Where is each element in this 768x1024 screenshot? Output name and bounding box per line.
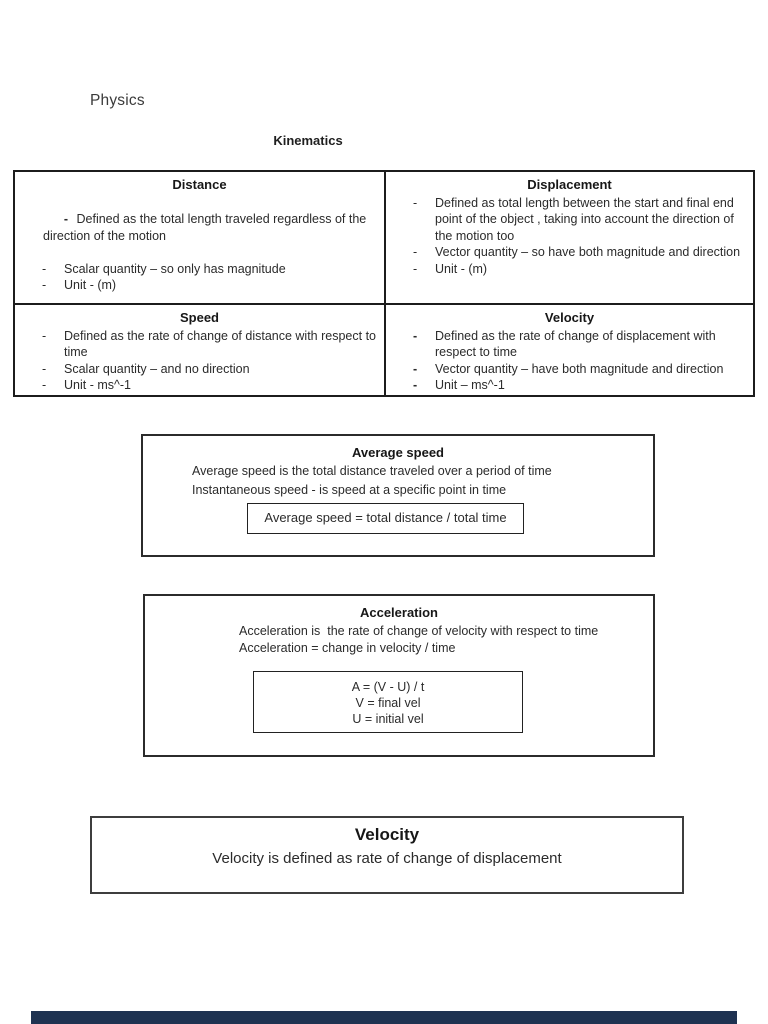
bullet-text: Defined as the rate of change of displac… [435,328,720,360]
acceleration-formula-box: A = (V - U) / t V = final vel U = initia… [253,671,523,733]
bullet-dash: - [413,245,418,259]
acceleration-definition: Acceleration is the rate of change of ve… [239,624,599,638]
average-speed-box: Average speed Average speed is the total… [141,434,655,557]
bullet-item: - Scalar quantity – and no direction [15,361,384,378]
bullet-item: - Vector quantity – so have both magnitud… [386,244,753,261]
cell-title-distance: Distance [172,177,227,192]
bullet-item: - Defined as the rate of change of distan… [15,328,384,361]
bullet-text: Vector quantity – so have both magnitude… [435,245,741,259]
bullet-text: Unit – ms^-1 [435,378,505,392]
bullet-text: Unit - (m) [64,278,117,292]
bullet-dash: - [42,278,47,292]
bullet-item: - Scalar quantity – so only has magnitude [15,261,384,278]
bullet-item: - Vector quantity – have both magnitude a… [386,361,753,378]
cell-title-displacement: Displacement [527,177,612,192]
acceleration-box-title: Acceleration [359,605,439,620]
bullet-text: Scalar quantity – and no direction [64,361,250,376]
bullet-dash: - [42,378,47,392]
average-speed-formula-box: Average speed = total distance / total t… [247,503,524,534]
formula-line: V = final vel [355,696,421,710]
bullet-text: Scalar quantity – so only has magnitude [64,261,286,276]
cell-title-speed: Speed [179,310,219,325]
bullet-text: Defined as the rate of change of distanc… [64,328,380,360]
bullet-text: Vector quantity – have both magnitude an… [435,361,724,376]
velocity-box-title: Velocity [354,825,420,844]
bullet-text: Defined as the total length traveled reg… [43,212,370,243]
page-title: Physics [90,92,145,109]
bullet-item: - Unit - ms^-1 [15,377,384,394]
acceleration-box: Acceleration Acceleration is the rate of… [143,594,655,757]
instantaneous-speed-definition: Instantaneous speed - is speed at a spec… [192,482,507,497]
bullet-text: Unit - (m) [435,261,488,276]
bullet-dash: - [42,261,47,276]
formula-line: U = initial vel [352,712,424,726]
table-cell-velocity: Velocity - Defined as the rate of change … [384,303,753,395]
bullet-item: - Defined as the total length traveled r… [15,195,384,261]
bullet-item: - Defined as total length between the sta… [386,195,753,245]
bullet-text: Defined as total length between the star… [435,195,738,243]
bullet-dash: - [413,328,418,343]
bullet-item: - Unit - (m) [386,261,753,278]
bullet-dash: - [413,361,418,376]
section-heading-kinematics: Kinematics [273,133,343,148]
table-cell-distance: Distance - Defined as the total length t… [15,172,384,303]
bullet-dash: - [63,212,69,226]
cell-title-velocity: Velocity [544,310,595,325]
formula-line: A = (V - U) / t [351,680,425,694]
next-page-top-edge [31,1011,737,1024]
bullet-dash: - [413,378,418,392]
bullet-dash: - [413,195,418,210]
bullet-dash: - [42,361,47,376]
average-speed-box-title: Average speed [351,445,444,460]
acceleration-equation: Acceleration = change in velocity / time [239,641,456,655]
table-cell-displacement: Displacement - Defined as total length be… [384,172,753,303]
bullet-item: - Unit - (m) [15,277,384,294]
velocity-box: Velocity Velocity is defined as rate of … [90,816,684,894]
velocity-definition: Velocity is defined as rate of change of… [212,850,562,867]
bullet-item: - Defined as the rate of change of displa… [386,328,753,361]
average-speed-definition: Average speed is the total distance trav… [192,464,552,478]
bullet-text: Unit - ms^-1 [64,378,131,392]
table-cell-speed: Speed - Defined as the rate of change of … [15,303,384,395]
bullet-dash: - [42,328,47,343]
bullet-item: - Unit – ms^-1 [386,377,753,394]
definitions-table: Distance - Defined as the total length t… [13,170,755,397]
bullet-dash: - [413,261,418,276]
